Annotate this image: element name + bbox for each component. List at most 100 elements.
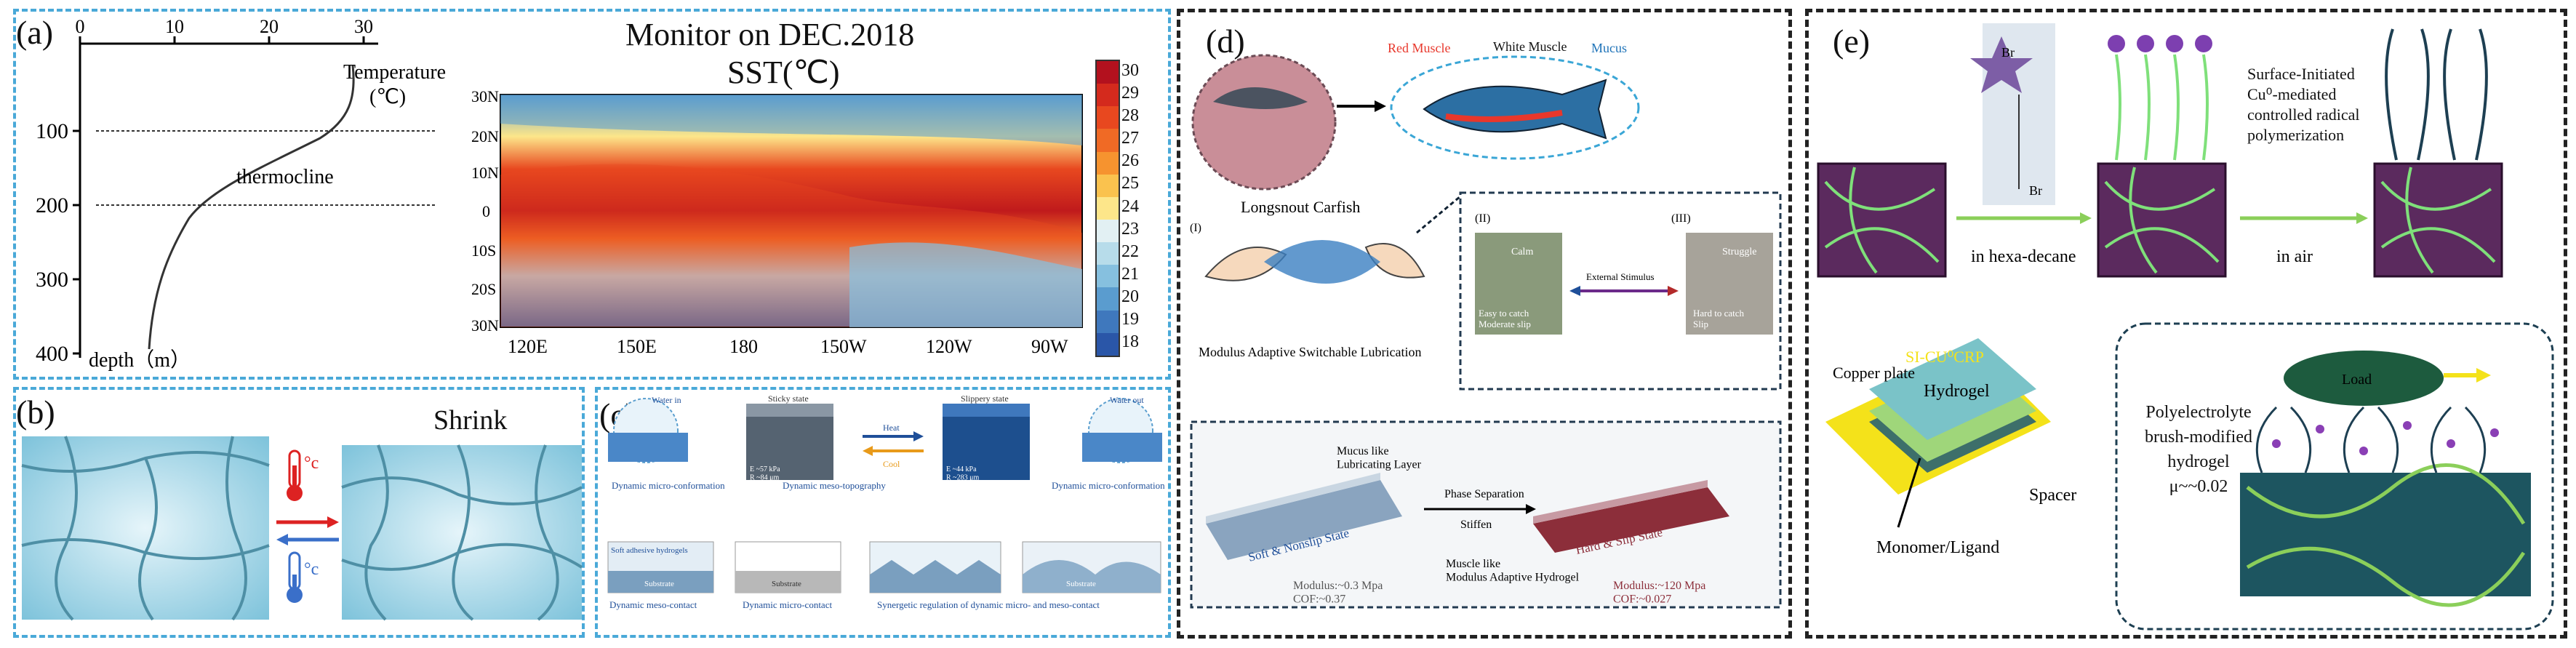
load-block (2284, 351, 2444, 406)
caption-top: Dynamic micro-conformation (1052, 480, 1165, 491)
polymer-brushes (2385, 28, 2488, 161)
shrink-label: Shrink (433, 405, 508, 436)
colorbar-label: 24 (1121, 196, 1139, 216)
colorbar-swatch (1097, 287, 1119, 311)
colorbar-label: 18 (1121, 332, 1139, 352)
cool-label: Cool (883, 459, 900, 469)
phase-separation-label: Phase Separation (1444, 488, 1524, 500)
map-title: Monitor on DEC.2018 (625, 17, 915, 52)
copper-plate-setup (1825, 338, 2051, 495)
x-tick: 30 (354, 16, 373, 37)
copper-plate-label: Copper plate (1833, 364, 1915, 382)
inset-meso-contact (607, 541, 714, 593)
colorbar (1095, 60, 1120, 357)
temperature-curve (148, 65, 355, 350)
inset-synergetic-2 (1022, 541, 1161, 593)
inset-label: Substrate (644, 580, 674, 588)
spacer-label: Spacer (2029, 486, 2076, 505)
panel-e-letter: (e) (1833, 23, 1871, 60)
in-air-label: in air (2276, 247, 2313, 266)
inset-label: Substrate (1066, 580, 1096, 588)
si-cu-crp-label: SI-CU⁰CRP (1905, 348, 1984, 366)
caption-bottom: Dynamic micro-contact (743, 599, 832, 610)
lat-label: 0 (482, 202, 490, 220)
temperature-depth-profile: 0 10 20 30 100 200 300 400 Temperature (… (36, 16, 446, 372)
colorbar-swatch (1097, 84, 1119, 107)
brush-description: Polyelectrolyte brush-modified hydrogel … (2145, 403, 2252, 496)
panel-a (13, 9, 1171, 380)
lat-label: 20S (471, 280, 496, 298)
monomer-label: Monomer/Ligand (1876, 538, 1999, 557)
x-tick: 20 (260, 16, 279, 37)
dynamic-contact-diagram: Water in Sticky state Slippery state Wat… (607, 393, 1165, 610)
br-top-label: Br (2001, 45, 2015, 60)
thermocline-label: thermocline (236, 166, 334, 188)
in-hexadecane-label: in hexa-decane (1971, 247, 2076, 266)
roman-label: (I) (1190, 222, 1201, 234)
lat-label: 10N (471, 164, 499, 182)
struggle-label: Struggle (1722, 247, 1756, 257)
hydrogel-network-diagram: °c °c (21, 436, 583, 621)
fish-anatomy-icon (1423, 79, 1607, 140)
y-tick: 300 (36, 268, 68, 292)
colorbar-label: 29 (1121, 83, 1139, 103)
hands-splash-illustration (1204, 240, 1425, 284)
x-tick: 10 (165, 16, 184, 37)
lon-label: 90W (1031, 336, 1068, 357)
inset-synergetic-1 (869, 541, 1001, 593)
panel-d (1177, 9, 1792, 639)
lon-label: 180 (729, 336, 758, 357)
panel-e (1805, 9, 2567, 639)
colorbar-label: 23 (1121, 219, 1139, 239)
struggle-photo (1686, 233, 1773, 335)
depth-label: depth（m） (89, 348, 191, 372)
x-tick: 0 (76, 16, 85, 37)
lon-label: 120E (508, 336, 548, 357)
biomimetic-lubrication-diagram: Longsnout Carfish Red Muscle White Muscl… (1190, 39, 1782, 609)
cold-label: °c (304, 560, 319, 579)
colorbar-swatch (1097, 151, 1119, 175)
water-out-label: Water out (1110, 395, 1144, 405)
temperature-unit: (℃) (369, 86, 406, 108)
y-tick: 400 (36, 342, 68, 366)
water-in-label: Water in (652, 395, 681, 405)
calm-photo (1475, 233, 1562, 335)
hot-label: °c (304, 454, 319, 473)
caption-bottom: Synergetic regulation of dynamic micro- … (877, 599, 1100, 610)
lat-label: 30N (471, 87, 499, 105)
brush-hydrogel-diagram: Br Br in hexa-decane in air Copper pl (1817, 23, 2554, 631)
lon-label: 120W (926, 336, 972, 357)
colorbar-swatch (1097, 310, 1119, 333)
colorbar-swatch (1097, 106, 1119, 129)
lat-label: 10S (471, 241, 496, 260)
red-muscle-label: Red Muscle (1388, 41, 1450, 55)
hard-hydrogel-surface (1533, 480, 1729, 553)
heat-label: Heat (883, 423, 900, 433)
calm-label: Calm (1511, 247, 1533, 257)
caption-top: Dynamic micro-conformation (612, 480, 725, 491)
catch-inset (1459, 191, 1782, 391)
colorbar-swatch (1097, 61, 1119, 84)
colorbar-label: 27 (1121, 129, 1139, 148)
white-muscle-label: White Muscle (1493, 39, 1567, 54)
caption-top: Dynamic meso-topography (783, 480, 886, 491)
initiator-stars-icon (2108, 35, 2212, 52)
panel-b-letter: (b) (16, 393, 55, 431)
colorbar-label: 25 (1121, 174, 1139, 193)
load-label: Load (2342, 372, 2372, 388)
gel-block-2 (2097, 162, 2227, 278)
star-initiator-icon (1970, 36, 2033, 93)
lat-label: 30N (471, 316, 499, 335)
hydrogel-label: Hydrogel (1924, 382, 1990, 401)
colorbar-swatch (1097, 196, 1119, 220)
colorbar-label: 22 (1121, 241, 1139, 261)
gel-block-3 (2373, 162, 2503, 278)
roman-label: (II) (1475, 212, 1490, 225)
colorbar-swatch (1097, 265, 1119, 288)
colorbar-label: 30 (1121, 60, 1139, 80)
